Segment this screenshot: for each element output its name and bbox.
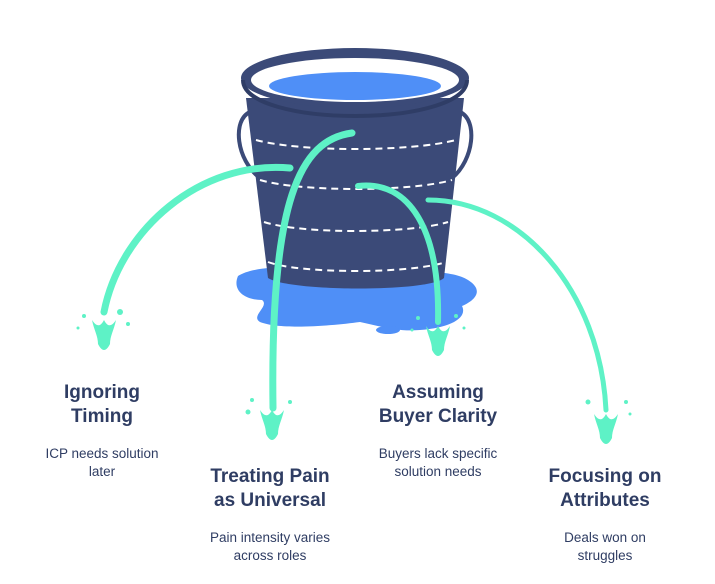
desc-line: later	[88, 464, 116, 479]
desc-line: across roles	[233, 548, 307, 563]
item-treating-pain: Treating Pain as Universal Pain intensit…	[180, 465, 360, 565]
bucket-icon	[241, 48, 469, 289]
title-line: Assuming	[392, 382, 484, 403]
desc-line: Pain intensity varies	[209, 530, 331, 545]
item-description: Buyers lack specific solution needs	[353, 445, 523, 481]
stream-ignoring-timing	[100, 163, 294, 316]
item-assuming-clarity: Assuming Buyer Clarity Buyers lack speci…	[353, 381, 523, 481]
title-line: Buyer Clarity	[378, 406, 498, 427]
desc-line: Buyers lack specific	[378, 446, 498, 461]
splash-icon	[585, 399, 632, 444]
desc-line: struggles	[577, 548, 633, 563]
stream-focusing-attributes	[425, 197, 609, 413]
splash-icon	[76, 309, 130, 350]
stream-assuming-clarity	[355, 182, 442, 325]
title-line: Focusing on	[548, 466, 662, 487]
item-title: Ignoring Timing	[22, 381, 182, 429]
item-focusing-attributes: Focusing on Attributes Deals won on stru…	[525, 465, 685, 565]
item-description: Deals won on struggles	[525, 529, 685, 565]
splash-icon	[410, 314, 466, 356]
desc-line: ICP needs solution	[45, 446, 159, 461]
item-description: ICP needs solution later	[22, 445, 182, 481]
title-line: Timing	[71, 406, 133, 427]
item-title: Assuming Buyer Clarity	[353, 381, 523, 429]
title-line: Attributes	[560, 490, 650, 511]
desc-line: Deals won on	[564, 530, 646, 545]
title-line: Treating Pain	[210, 466, 330, 487]
splash-icon	[245, 398, 292, 440]
item-description: Pain intensity varies across roles	[180, 529, 360, 565]
item-title: Focusing on Attributes	[525, 465, 685, 513]
stream-treating-pain	[269, 129, 356, 412]
item-title: Treating Pain as Universal	[180, 465, 360, 513]
title-line: as Universal	[214, 490, 326, 511]
item-ignoring-timing: Ignoring Timing ICP needs solution later	[22, 381, 182, 481]
title-line: Ignoring	[64, 382, 140, 403]
leak-streams	[100, 129, 609, 413]
desc-line: solution needs	[394, 464, 482, 479]
